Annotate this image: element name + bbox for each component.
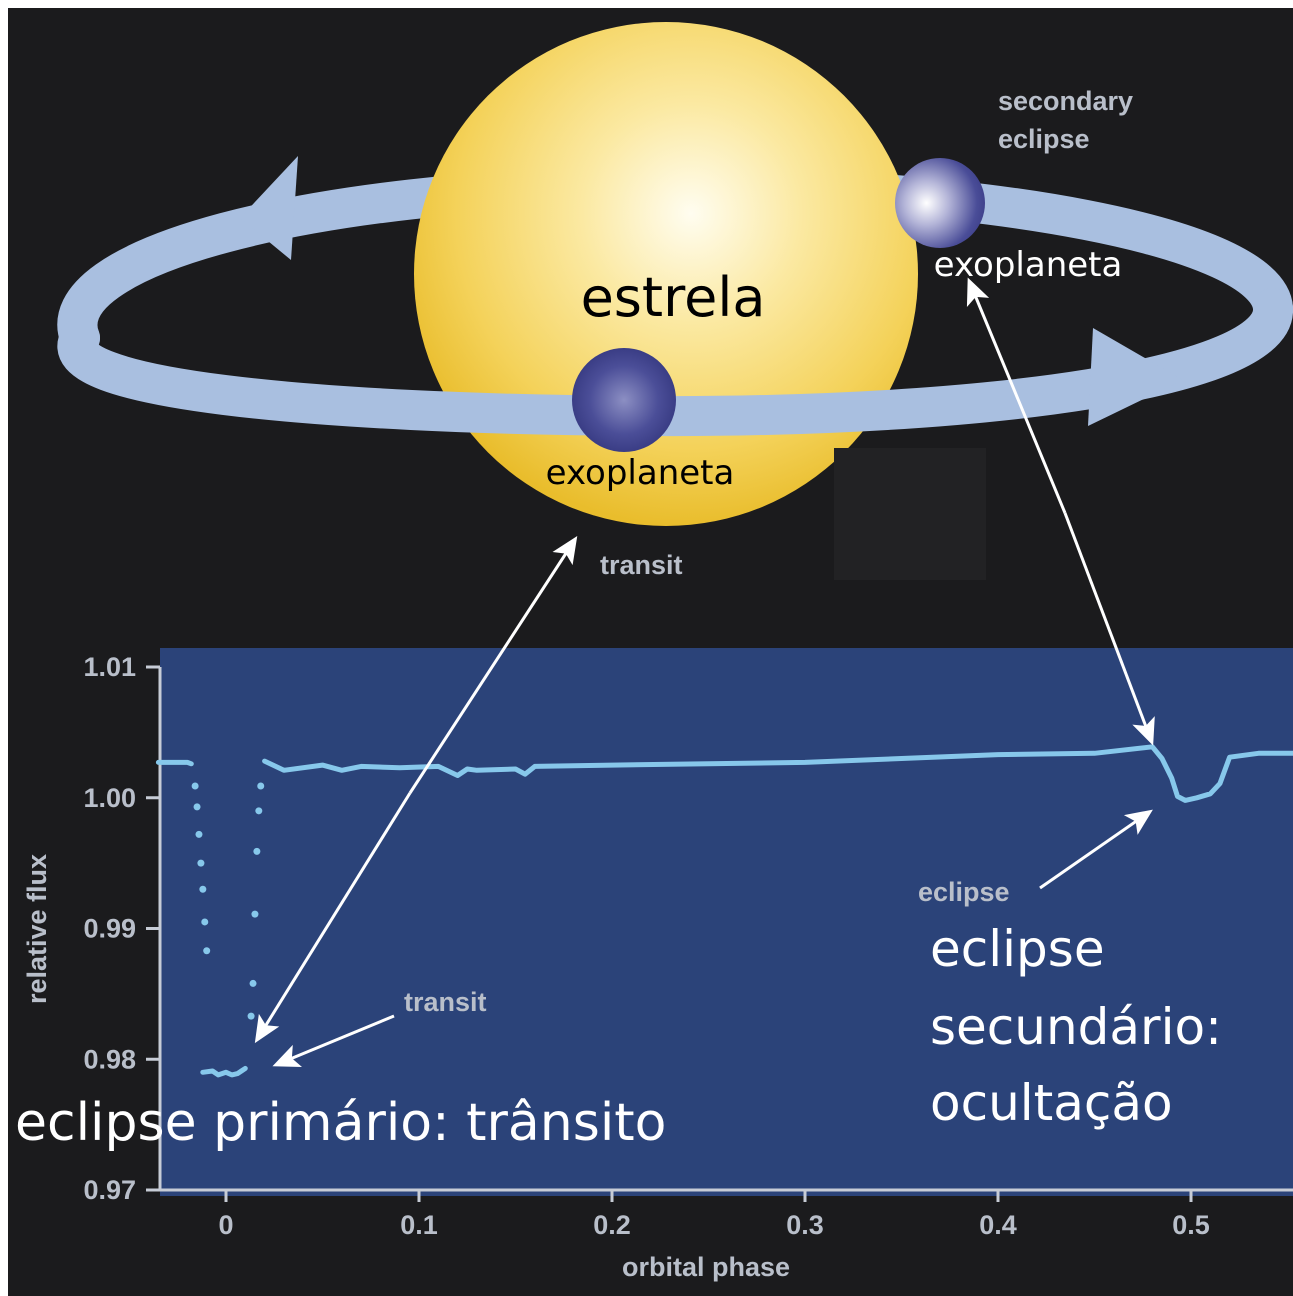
light-curve-dot (255, 807, 263, 815)
light-curve-dot (253, 847, 261, 855)
transit-long-arrow-down (254, 792, 412, 1044)
exoplanet-transit-diagram: estrela exoplaneta exoplaneta secondary … (8, 8, 1293, 1296)
dark-patch (834, 448, 986, 580)
y-tick-label: 1.00 (83, 783, 136, 813)
diagram-canvas: estrela exoplaneta exoplaneta secondary … (15, 22, 1293, 1282)
planet-transit-label: exoplaneta (546, 453, 735, 493)
light-curve-dot (195, 830, 203, 838)
x-tick-label: 0.3 (786, 1210, 824, 1240)
light-curve (155, 744, 1293, 1078)
primary-eclipse-caption: eclipse primário: trânsito (15, 1093, 666, 1153)
light-curve-dot (203, 947, 211, 955)
x-ticks: 0 0.1 0.2 0.3 0.4 0.5 (218, 1190, 1210, 1240)
light-curve-dot (199, 885, 207, 893)
exoplanet-transit (572, 348, 676, 452)
y-ticks: 1.01 1.00 0.99 0.98 0.97 (83, 652, 160, 1205)
transit-top-label: transit (600, 550, 683, 580)
light-curve-dot (251, 910, 259, 918)
x-tick-label: 0.4 (979, 1210, 1017, 1240)
transit-plot-arrow (272, 1014, 395, 1068)
eclipse-plot-arrow (1039, 809, 1153, 890)
y-axis-label: relative flux (22, 854, 52, 1004)
x-tick-label: 0 (218, 1210, 233, 1240)
y-tick-label: 0.97 (83, 1175, 136, 1205)
orbit-arrow-left (240, 156, 298, 260)
light-curve-dot (257, 782, 265, 790)
plot-area (160, 648, 1293, 1196)
secondary-eclipse-caption-line3: ocultação (930, 1074, 1173, 1132)
exoplanet-eclipse (895, 158, 985, 248)
y-tick-label: 1.01 (83, 652, 136, 682)
light-curve-dot (197, 859, 205, 867)
x-tick-label: 0.1 (400, 1210, 438, 1240)
transit-plot-label: transit (404, 987, 487, 1017)
y-tick-label: 0.99 (83, 914, 136, 944)
x-axis-label: orbital phase (622, 1252, 790, 1282)
transit-long-arrow-up (408, 535, 578, 794)
light-curve-segment (155, 759, 194, 767)
eclipse-plot-label: eclipse (918, 877, 1010, 907)
light-curve-segment (262, 744, 1293, 803)
x-tick-label: 0.5 (1172, 1210, 1210, 1240)
secondary-eclipse-caption-line1: eclipse (930, 920, 1105, 978)
orbit-arrow-right (1088, 328, 1183, 426)
y-tick-label: 0.98 (83, 1044, 136, 1074)
light-curve-dot (247, 1012, 255, 1020)
light-curve-dot (193, 803, 201, 811)
secondary-eclipse-label-line1: secondary (998, 86, 1133, 116)
secondary-eclipse-caption-line2: secundário: (930, 998, 1222, 1056)
eclipse-long-arrow-down (1063, 512, 1155, 746)
light-curve-dot (191, 782, 199, 790)
light-curve-dot (249, 979, 257, 987)
eclipse-long-arrow-up (966, 277, 1067, 514)
planet-eclipse-label: exoplaneta (934, 245, 1123, 285)
light-curve-segment (200, 1065, 248, 1078)
star-label: estrela (581, 266, 766, 329)
secondary-eclipse-label-line2: eclipse (998, 124, 1090, 154)
light-curve-dot (201, 918, 209, 926)
x-tick-label: 0.2 (593, 1210, 631, 1240)
